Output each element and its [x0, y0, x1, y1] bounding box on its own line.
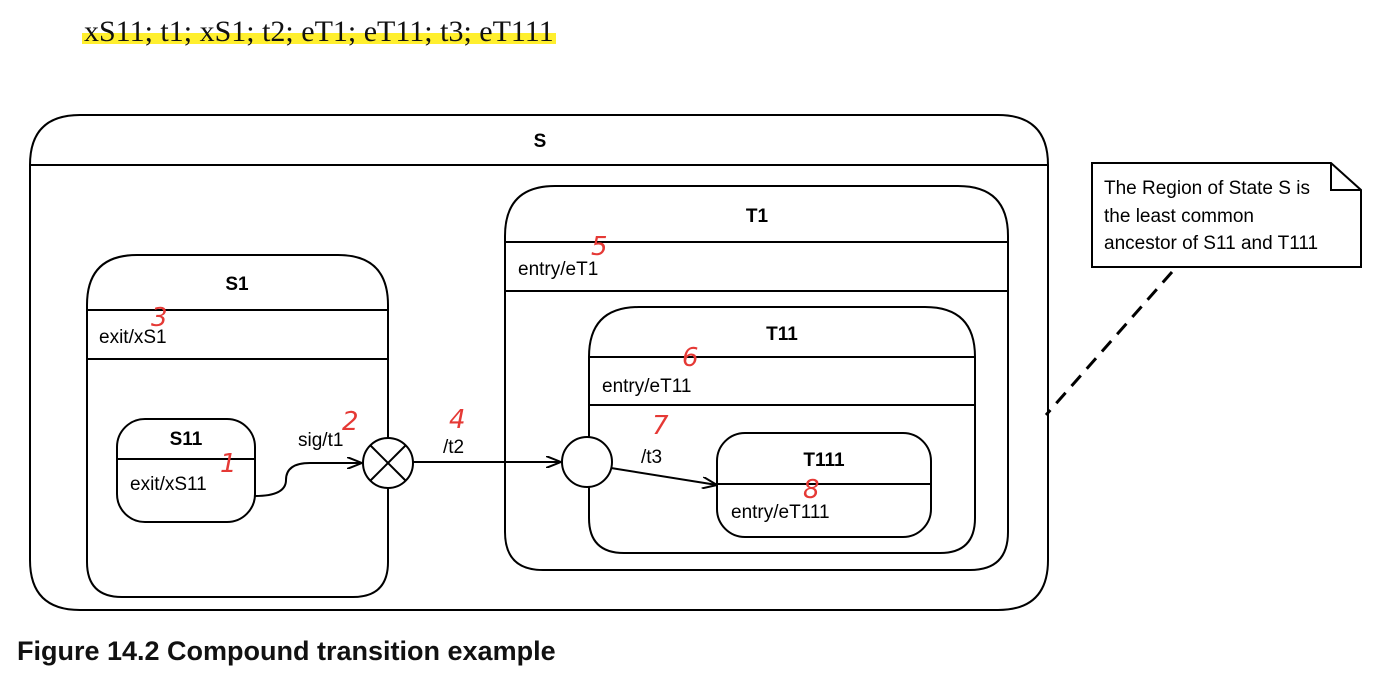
note-line-3: ancestor of S11 and T111: [1104, 233, 1318, 254]
exit-point: [362, 437, 414, 489]
state-S11: S11 exit/xS11: [116, 418, 256, 523]
step-number-7: 7: [652, 411, 669, 441]
transition-sig: [254, 463, 362, 497]
step-number-3: 3: [151, 303, 168, 333]
step-number-6: 6: [682, 343, 699, 373]
state-S1-name: S1: [225, 274, 249, 295]
note-connector: [1044, 271, 1174, 416]
transition-t3-label: /t3: [641, 447, 662, 468]
state-S1-action: exit/xS1: [99, 327, 167, 348]
step-number-1: 1: [220, 449, 237, 479]
note-box: The Region of State S is the least commo…: [1091, 162, 1362, 268]
note-line-2: the least common: [1104, 206, 1254, 227]
state-T111-action: entry/eT111: [731, 502, 830, 523]
sequence-highlight: xS11; t1; xS1; t2; eT1; eT11; t3; eT111: [82, 15, 556, 48]
state-T111-name: T111: [803, 450, 845, 471]
transition-sig-label: sig/t1: [298, 430, 343, 451]
step-number-2: 2: [342, 407, 359, 437]
state-T111: T111 entry/eT111: [716, 432, 932, 538]
figure-caption: Figure 14.2 Compound transition example: [17, 636, 556, 666]
execution-sequence: xS11; t1; xS1; t2; eT1; eT11; t3; eT111: [82, 12, 556, 52]
junction-point: [561, 436, 613, 488]
state-T1-name: T1: [746, 206, 769, 227]
step-number-4: 4: [449, 405, 466, 435]
step-number-5: 5: [591, 232, 608, 262]
step-number-8: 8: [803, 475, 820, 505]
state-S-name: S: [534, 131, 547, 152]
transition-t2-label: /t2: [443, 437, 464, 458]
state-T1-action: entry/eT1: [518, 259, 598, 280]
state-T11-name: T11: [766, 324, 798, 345]
state-S11-action: exit/xS11: [130, 474, 207, 495]
state-S11-name: S11: [170, 429, 203, 450]
transition-t3: [610, 467, 717, 485]
state-T11-action: entry/eT11: [602, 376, 691, 397]
note-line-1: The Region of State S is: [1104, 178, 1310, 199]
